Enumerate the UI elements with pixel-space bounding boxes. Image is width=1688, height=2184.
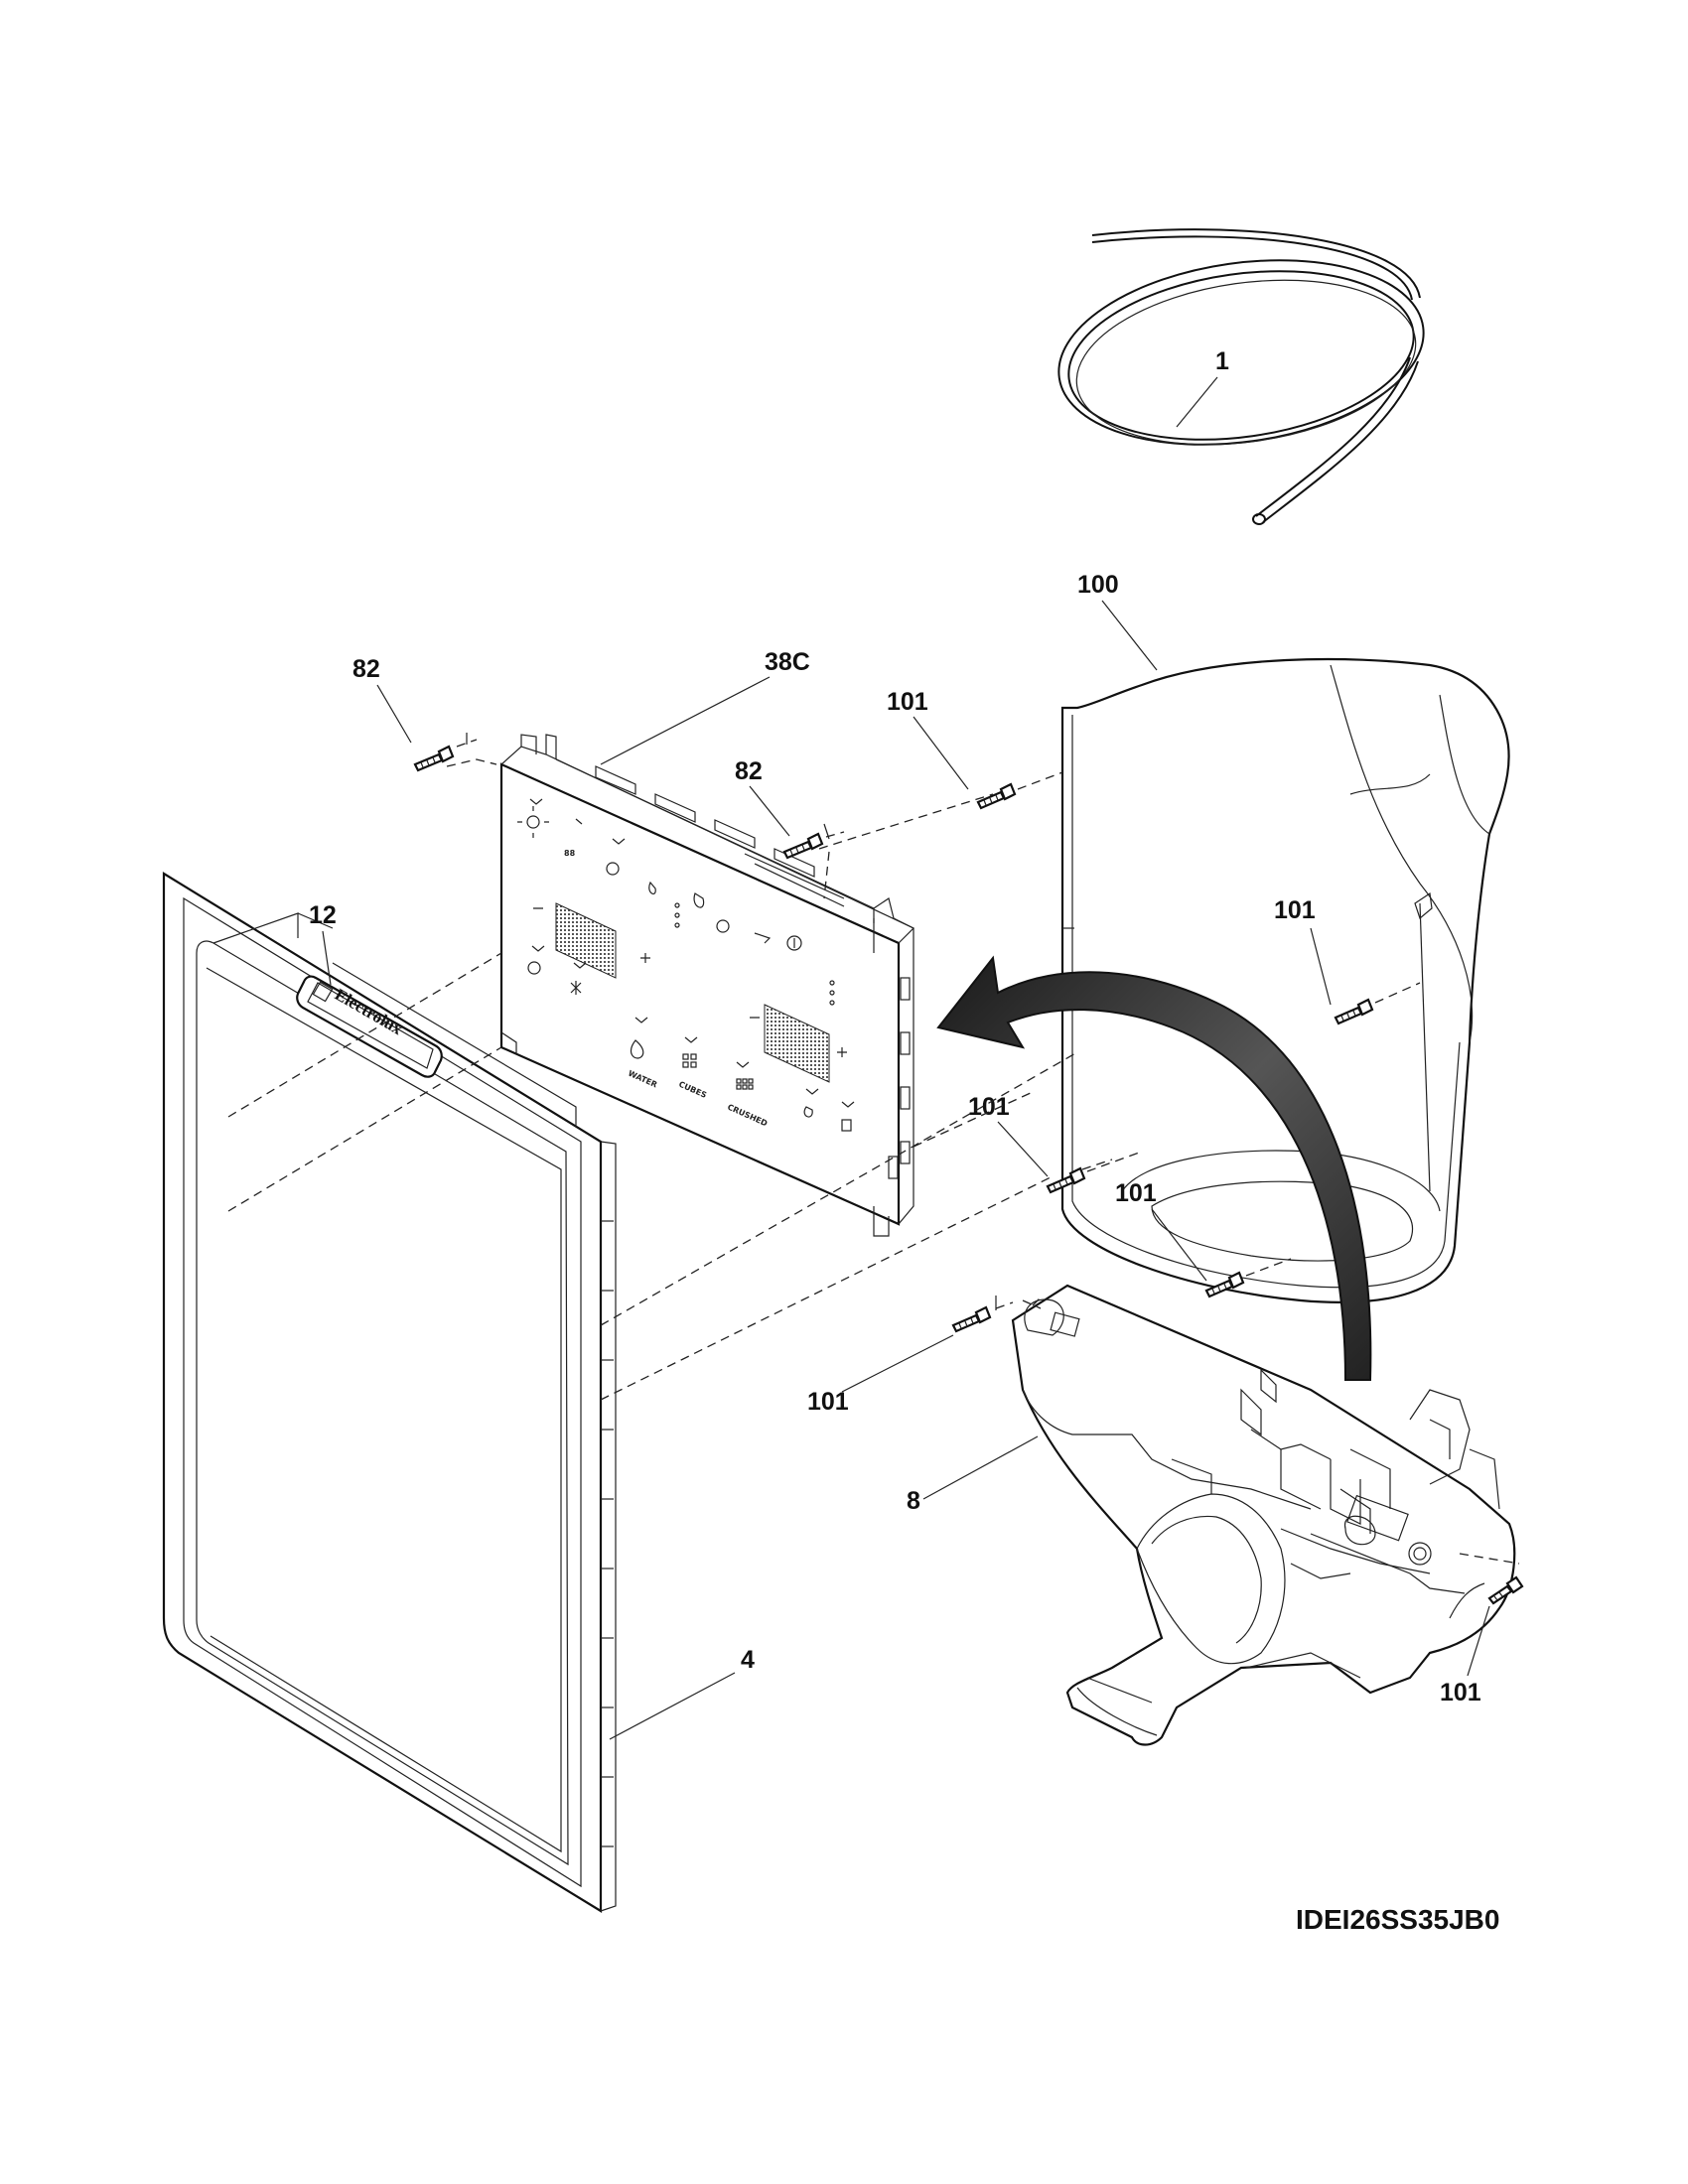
screw-82-center	[782, 823, 845, 899]
board-side-clips	[888, 977, 911, 1179]
callout-38c: 38C	[600, 648, 810, 765]
callout-label-screw-101-bottom-left: 101	[807, 1388, 849, 1416]
callout-4: 4	[609, 1646, 755, 1740]
assembly-direction-arrow	[936, 955, 1372, 1381]
callout-label-control-board: 38C	[765, 648, 810, 676]
frame-side-ribs	[601, 1220, 614, 1847]
callout-label-screw-101-bottom-right: 101	[1440, 1679, 1481, 1706]
callout-label-screw-101-right: 101	[1274, 896, 1316, 924]
water-tubing-coil	[1057, 228, 1425, 525]
dispenser-frame	[162, 872, 617, 1913]
alignment-lines	[227, 793, 1113, 1401]
callout-label-screw-101-lower: 101	[1115, 1179, 1157, 1207]
screw-101-bottom-right	[1459, 1553, 1524, 1605]
callout-label-screw-82-center: 82	[735, 757, 763, 785]
callout-label-screw-101-mid: 101	[968, 1093, 1010, 1121]
screw-101-upper	[976, 771, 1063, 810]
callout-82-left: 82	[352, 655, 412, 744]
callout-label-dispenser-housing: 8	[907, 1487, 920, 1515]
callout-label-tubing: 1	[1215, 347, 1229, 375]
callout-8: 8	[907, 1435, 1039, 1515]
ice-bucket-liner	[1060, 657, 1510, 1303]
callout-label-screw-101-upper: 101	[887, 688, 928, 716]
callout-101-upper: 101	[887, 688, 969, 790]
callout-label-bucket: 100	[1077, 571, 1119, 599]
display-window-left	[555, 902, 617, 979]
screw-101-mid	[1046, 1151, 1143, 1194]
screw-101-lower	[1204, 1258, 1292, 1298]
callout-label-screw-82-left: 82	[352, 655, 380, 683]
callout-101-bottom-right: 101	[1440, 1605, 1490, 1706]
callout-101-bottom-left: 101	[807, 1334, 954, 1416]
screw-82-left	[413, 733, 497, 772]
callout-label-frame: 4	[741, 1646, 755, 1674]
dispenser-housing	[1011, 1284, 1516, 1746]
callout-101-lower: 101	[1115, 1179, 1207, 1282]
screw-101-bottom-left	[951, 1296, 1042, 1333]
callout-101-right: 101	[1274, 896, 1332, 1006]
callout-12: 12	[309, 901, 337, 986]
screw-101-right	[1334, 982, 1421, 1025]
callout-101-mid: 101	[968, 1093, 1049, 1177]
callout-82-center: 82	[735, 757, 790, 837]
callout-100: 100	[1077, 571, 1158, 671]
callout-label-logo-plate: 12	[309, 901, 337, 929]
model-code: IDEI26SS35JB0	[1296, 1904, 1499, 1935]
panel-digits: 88	[564, 849, 576, 858]
callout-1: 1	[1176, 347, 1229, 428]
display-window-right	[764, 1004, 830, 1083]
